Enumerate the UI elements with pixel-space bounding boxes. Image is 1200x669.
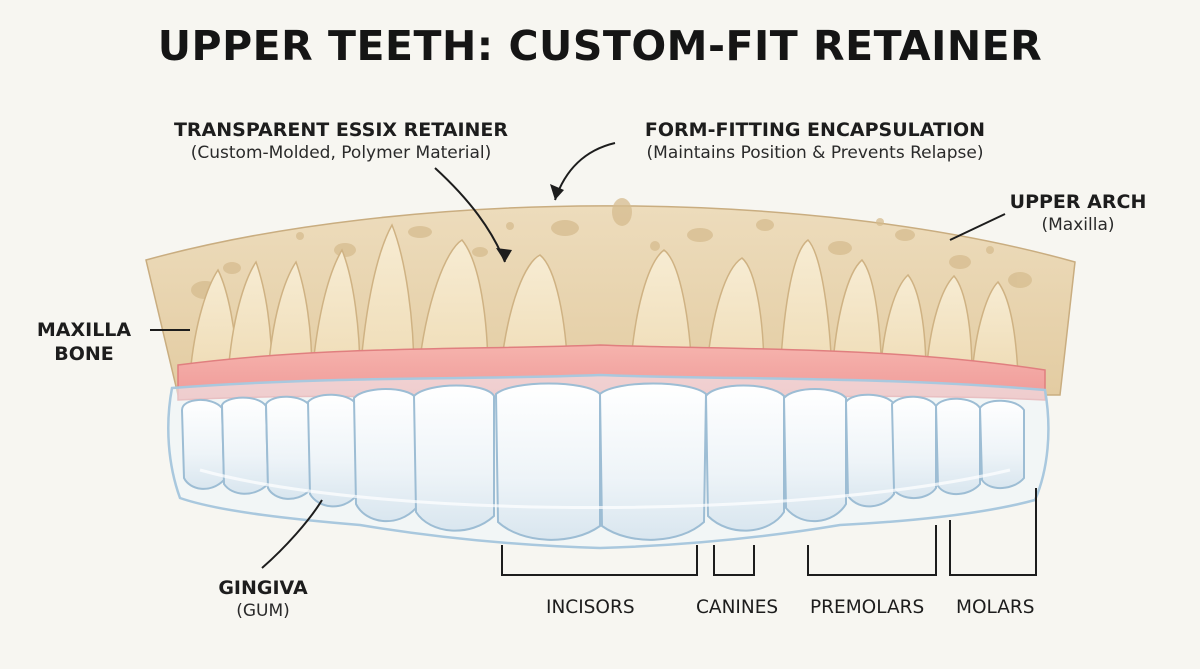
tooth-group-incisors: INCISORS (546, 597, 635, 618)
tooth-crowns (180, 382, 1025, 541)
diagram-title: UPPER TEETH: CUSTOM-FIT RETAINER (157, 22, 1043, 70)
retainer-callout-heading: TRANSPARENT ESSIX RETAINER (173, 119, 509, 141)
gingiva-callout-sub: (GUM) (236, 601, 290, 621)
upper-arch-callout-sub: (Maxilla) (1041, 215, 1115, 235)
maxilla-bone-callout-line2: BONE (54, 343, 114, 365)
gingiva-callout: GINGIVA (GUM) (208, 576, 318, 622)
tooth-roots (189, 223, 1019, 376)
tooth-group-molars: MOLARS (956, 597, 1035, 618)
tooth-group-canines: CANINES (696, 597, 779, 618)
tooth-group-brackets (501, 488, 1037, 576)
bone-texture (191, 198, 1032, 299)
upper-arch-callout: UPPER ARCH (Maxilla) (1000, 190, 1156, 236)
encapsulation-callout-heading: FORM-FITTING ENCAPSULATION (644, 119, 986, 141)
upper-arch-callout-heading: UPPER ARCH (1009, 191, 1147, 213)
retainer-callout: TRANSPARENT ESSIX RETAINER (Custom-Molde… (156, 118, 526, 164)
tooth-group-premolars: PREMOLARS (810, 597, 925, 618)
retainer-callout-sub: (Custom-Molded, Polymer Material) (190, 143, 492, 163)
maxilla-bone-callout: MAXILLA BONE (20, 318, 148, 366)
encapsulation-callout: FORM-FITTING ENCAPSULATION (Maintains Po… (620, 118, 1010, 164)
retainer-highlight (199, 468, 1011, 509)
encapsulation-callout-sub: (Maintains Position & Prevents Relapse) (646, 143, 984, 163)
gingiva-callout-heading: GINGIVA (218, 577, 308, 599)
maxilla-bone-callout-line1: MAXILLA (36, 319, 132, 341)
arrowheads (496, 184, 564, 262)
